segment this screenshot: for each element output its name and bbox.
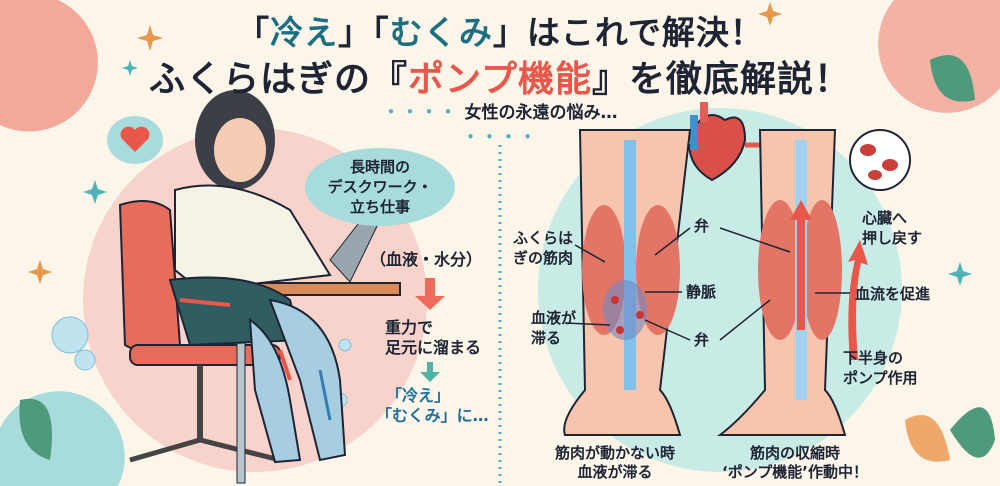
cause-label: （血液・水分） <box>370 250 483 269</box>
label-line: ふくらは <box>513 229 574 247</box>
sparkle-icon <box>28 2 782 284</box>
label-line: 押し戻す <box>862 229 923 247</box>
label-line: 下半身の <box>843 349 904 367</box>
speech-bubble: 長時間の デスクワーク・ 立ち仕事 <box>305 148 455 226</box>
title-text: 「 <box>236 13 271 52</box>
title-line-2: ふくらはぎの『ポンプ機能』を徹底解説！ <box>0 50 1000 102</box>
title-highlight-chill: 冷え <box>270 13 339 52</box>
return-to-heart-label: 心臓へ押し戻す <box>862 208 922 248</box>
leaf-decoration <box>950 407 995 458</box>
caption-line: 筋肉が動かない時 <box>554 444 675 462</box>
label-line: 滞る <box>531 329 562 347</box>
heart-bubble-icon <box>107 116 163 164</box>
title-text: ふくらはぎの『 <box>149 59 409 100</box>
leg-illustration-pump <box>717 129 868 436</box>
leaf-decoration <box>930 55 975 102</box>
title-text: 」はこれで解決！ <box>492 13 764 52</box>
effect-label: 重力で足元に溜まる <box>385 318 481 358</box>
leaf-decoration <box>19 398 52 460</box>
caption-pump: 筋肉の収縮時‘ポンプ機能’作動中！ <box>705 444 885 482</box>
bubble-line: 立ち仕事 <box>349 198 410 216</box>
title-highlight-pump: ポンプ機能 <box>408 59 592 100</box>
valve-label-bottom: 弁 <box>694 331 710 349</box>
result-line: 「冷え」 <box>386 386 451 405</box>
subtitle-text: 女性の永遠の悩み… <box>464 103 618 123</box>
valve-label-top: 弁 <box>694 217 710 235</box>
woman-illustration <box>168 90 347 464</box>
corner-blob <box>0 0 98 132</box>
blood-cells-icon <box>849 129 911 191</box>
subtitle: ・・・・ 女性の永遠の悩み… ・・・・ <box>360 98 640 148</box>
lower-body-pump-label: 下半身のポンプ作用 <box>843 348 918 388</box>
title-text: 』を徹底解説！ <box>591 59 851 100</box>
blood-stagnates-label: 血液が滞る <box>531 308 576 348</box>
title-line-1: 「冷え」「むくみ」はこれで解決！ <box>0 6 1000 54</box>
caption-line: 筋肉の収縮時 <box>749 444 840 462</box>
calf-muscle-label: ふくらはぎの筋肉 <box>513 228 573 268</box>
title-highlight-swelling: むくみ <box>389 13 493 52</box>
caption-static: 筋肉が動かない時血液が滞る <box>530 444 700 482</box>
effect-line: 重力で <box>385 318 434 337</box>
down-arrow-icon <box>420 362 440 382</box>
result-label: 「冷え」「むくみ」に… <box>376 386 489 426</box>
label-line: 血液が <box>531 309 577 327</box>
leader-lines <box>564 227 850 341</box>
bubble-line: 長時間の <box>349 158 410 176</box>
dots-decoration: ・・・・ <box>382 103 459 123</box>
leaf-decoration <box>905 415 950 462</box>
bubble-line: デスクワーク・ <box>327 178 433 196</box>
vein-label: 静脈 <box>686 283 717 301</box>
corner-blob <box>0 391 125 486</box>
dots-decoration: ・・・・ <box>462 128 538 148</box>
effect-line: 足元に溜まる <box>385 338 482 357</box>
caption-line: 血液が滞る <box>577 463 653 481</box>
label-line: ぎの筋肉 <box>513 249 574 267</box>
caption-line: ‘ポンプ機能’作動中！ <box>722 463 868 481</box>
label-line: ポンプ作用 <box>843 369 918 387</box>
label-line: 心臓へ <box>862 209 908 227</box>
title-text: 」「 <box>338 13 390 52</box>
leg-illustration-static <box>563 129 692 436</box>
result-line: 「むくみ」に… <box>376 406 489 425</box>
heart-organ-icon <box>688 102 747 182</box>
sparkle-icon <box>83 60 972 286</box>
down-arrow-icon <box>415 278 445 310</box>
promote-flow-label: 血流を促進 <box>855 285 931 303</box>
